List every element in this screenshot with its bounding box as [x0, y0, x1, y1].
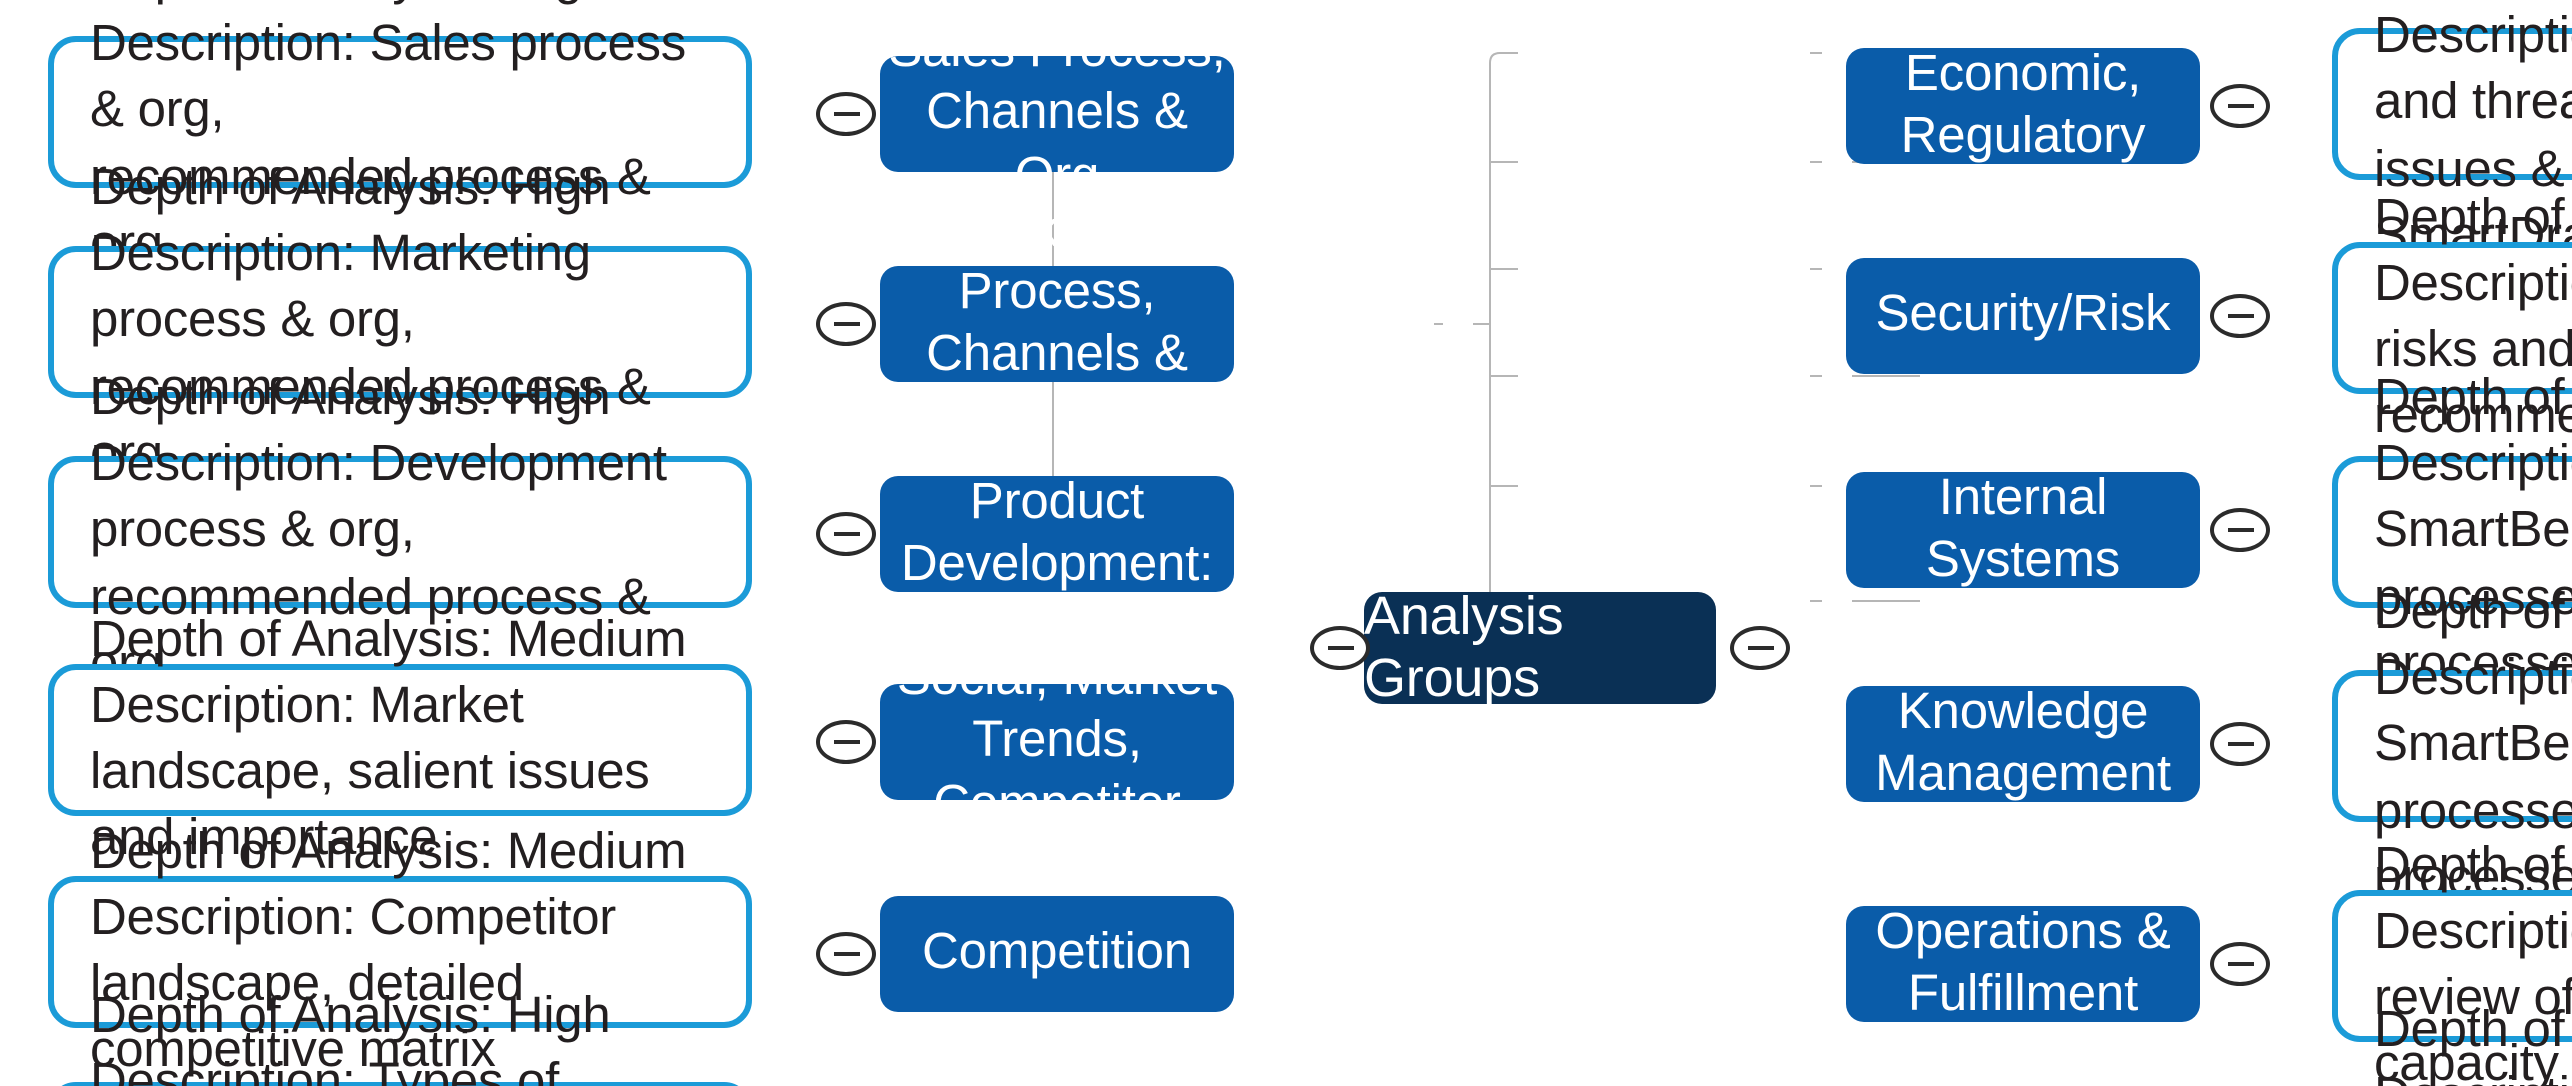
group-node-label: Internal Systems	[1925, 469, 2121, 588]
root-node-label: Analysis Groups	[1364, 586, 1564, 708]
collapse-toggle-operations-fulfillment[interactable]	[2210, 942, 2270, 986]
minus-circle-icon	[2227, 314, 2253, 318]
description-text: Depth of Analysis: High Description: Ass…	[2374, 189, 2572, 445]
description-text: Depth of Analysis: Medium Description: M…	[90, 611, 687, 867]
description-text: Depth of Analysis: Low Description: Deta…	[2374, 837, 2572, 1086]
minus-circle-icon	[2227, 104, 2253, 108]
minus-circle-icon	[1327, 646, 1353, 650]
description-card-internal-systems[interactable]: Depth of Analysis: High Description: Ass…	[2332, 370, 2572, 691]
description-card-security-risk[interactable]: Depth of Analysis: High Description: Ass…	[2332, 189, 2572, 444]
collapse-toggle-internal-systems[interactable]	[2210, 508, 2270, 552]
minus-circle-icon	[833, 740, 859, 744]
group-node-security-risk[interactable]: Security/Risk	[1846, 258, 2200, 374]
group-node-internal-systems[interactable]: Internal Systems	[1846, 470, 2200, 588]
description-card-knowledge-management[interactable]: Depth of Analysis: Medium Description: A…	[2332, 584, 2572, 905]
group-node-product-development[interactable]: Product Development:	[880, 474, 1234, 592]
minus-circle-icon	[833, 952, 859, 956]
group-node-knowledge-management[interactable]: Knowledge Management	[1846, 684, 2200, 802]
minus-circle-icon	[833, 532, 859, 536]
collapse-toggle-social-market-trends[interactable]	[816, 720, 876, 764]
root-node-analysis-groups[interactable]: Analysis Groups	[1364, 586, 1716, 708]
collapse-toggle-product-development[interactable]	[816, 512, 876, 556]
group-node-operations-fulfillment[interactable]: Operations & Fulfillment	[1846, 904, 2200, 1022]
minus-circle-icon	[833, 322, 859, 326]
description-text: Depth of Analysis: High Description: Typ…	[90, 987, 611, 1086]
description-card-operations-fulfillment[interactable]: Depth of Analysis: Low Description: Deta…	[2332, 837, 2572, 1086]
group-node-social-market-trends-competitor[interactable]: Social, Market Trends, Competitor	[880, 651, 1234, 831]
description-card-product-development[interactable]: Depth of Analysis: High Description: Dev…	[48, 370, 752, 691]
description-card-competition[interactable]: Depth of Analysis: Medium Description: C…	[48, 823, 752, 1078]
description-card-analytics[interactable]: Depth of Analysis: High Description: Typ…	[48, 987, 752, 1086]
minus-circle-icon	[2227, 528, 2253, 532]
group-node-label: Sales Process, Channels & Org	[888, 22, 1226, 204]
group-node-sales-process-channels-org[interactable]: Sales Process, Channels & Org	[880, 23, 1234, 203]
minus-circle-icon	[833, 112, 859, 116]
collapse-toggle-security-risk[interactable]	[2210, 294, 2270, 338]
group-node-label: Knowledge Management	[1875, 683, 2171, 802]
group-node-competition[interactable]: Competition	[880, 896, 1234, 1012]
collapse-toggle-root-left[interactable]	[1310, 626, 1370, 670]
collapse-toggle-sales-process[interactable]	[816, 92, 876, 136]
group-node-label: Marketing Process, Channels & Org	[926, 201, 1188, 445]
description-text: Depth of Analysis: High Description: Mar…	[90, 160, 651, 482]
group-node-label: Product Development:	[900, 473, 1214, 592]
description-card-marketing-process[interactable]: Depth of Analysis: High Description: Mar…	[48, 160, 752, 481]
group-node-financial-economic-regulatory-issues[interactable]: Financial, Economic, Regulatory Issues	[1846, 0, 2200, 226]
collapse-toggle-root-right[interactable]	[1730, 626, 1790, 670]
group-node-marketing-process-channels-org[interactable]: Marketing Process, Channels & Org	[880, 202, 1234, 444]
collapse-toggle-financial-economic-regulatory-issues[interactable]	[2210, 84, 2270, 128]
description-text: Depth of Analysis: Low Description: Econ…	[2374, 8, 2572, 264]
description-text: Depth of Analysis: Medium Description: A…	[2374, 1001, 2572, 1086]
description-text: Depth of Analysis: Medium Description: C…	[90, 823, 687, 1079]
group-node-label: Social, Market Trends, Competitor	[896, 650, 1218, 832]
group-node-label: Security/Risk	[1875, 286, 2171, 343]
description-text: Depth of Analysis: High Description: Ass…	[2374, 370, 2572, 692]
minus-circle-icon	[2227, 962, 2253, 966]
description-text: Depth of Analysis: High Description: Dev…	[90, 370, 667, 691]
collapse-toggle-competition[interactable]	[816, 932, 876, 976]
description-card-financial-economic-regulatory-issues[interactable]: Depth of Analysis: Low Description: Econ…	[2332, 9, 2572, 263]
collapse-toggle-marketing-process[interactable]	[816, 302, 876, 346]
minus-circle-icon	[2227, 742, 2253, 746]
description-card-social-market-trends[interactable]: Depth of Analysis: Medium Description: M…	[48, 611, 752, 866]
collapse-toggle-knowledge-management[interactable]	[2210, 722, 2270, 766]
group-node-label: Operations & Fulfillment	[1875, 903, 2171, 1022]
description-text: Depth of Analysis: High Description: Sal…	[90, 0, 686, 272]
description-text: Depth of Analysis: Medium Description: A…	[2374, 584, 2572, 906]
minus-circle-icon	[1747, 646, 1773, 650]
group-node-label: Financial, Economic, Regulatory Issues	[1900, 0, 2146, 227]
group-node-label: Competition	[922, 924, 1192, 981]
